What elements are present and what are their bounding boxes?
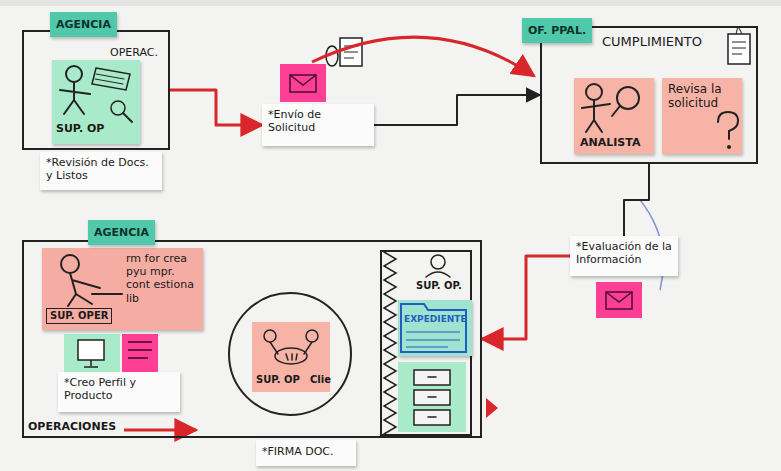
keyboard-lines (95, 74, 124, 84)
role-sticky: SUP. OP (52, 60, 140, 144)
folder-lines (406, 332, 460, 347)
envelope-flap (606, 292, 632, 302)
meeting-sticky (252, 322, 330, 392)
arrow-head (486, 398, 498, 418)
monitor-icon (78, 340, 104, 360)
lane-box: SUP. OPAGENCIAOPERAC. (22, 30, 170, 150)
figure-head (431, 255, 445, 269)
figure-arms (270, 342, 312, 360)
step-note: *Creo Perfil y Producto (58, 372, 180, 412)
folder-icon (401, 304, 466, 352)
sticky-lines (128, 342, 152, 358)
flow-arc (312, 37, 534, 76)
node-label: *Evaluación de la Información (576, 240, 672, 266)
lane-heading: AGENCIA (88, 220, 155, 245)
board-edge (0, 0, 781, 6)
node-label: SUP. OP (56, 122, 104, 135)
node-label: *Revisión de Docs. y Listos (46, 156, 156, 182)
node-label: CUMPLIMIENTO (602, 34, 702, 50)
node-label: *FIRMA DOC. (262, 445, 334, 458)
desk-line (92, 293, 122, 295)
magnifier-handle (612, 106, 620, 116)
figure-head (264, 330, 276, 342)
zigzag-line (384, 252, 396, 434)
file-sticky: EXPEDIENTE (398, 300, 472, 356)
drawer-handle (428, 416, 436, 418)
node-label: EXPEDIENTE (404, 314, 467, 325)
envelope-sticky (280, 64, 326, 102)
figure-head (306, 330, 318, 342)
envelope-icon (606, 292, 632, 309)
laptop-icon (92, 68, 130, 90)
figure-shoulders (426, 272, 450, 277)
lane-heading: OF. PPAL. (522, 18, 592, 43)
node-label: *Creo Perfil y Producto (64, 376, 174, 402)
monitor-stand (84, 360, 98, 367)
task-sticky: Revisa la solicitud (662, 78, 742, 154)
drawer-handle (428, 376, 436, 378)
step-note: *Evaluación de la Información (570, 236, 678, 276)
flow-connector (482, 256, 570, 339)
flow-connector (170, 90, 262, 125)
node-label: SUP. OP. (416, 280, 462, 292)
node-label: OPERAC. (110, 46, 158, 59)
node-label: rm for crea pyu mpr. cont estiona lib (126, 252, 198, 305)
node-label: SUP. OPER (46, 308, 112, 324)
node-label: SUP. OP (256, 374, 300, 386)
folder-art (398, 300, 470, 356)
figure-head (66, 66, 82, 82)
lane-box: ANALISTARevisa la solicitudOF. PPAL.CUMP… (540, 26, 758, 164)
step-note: *Envío de Solicitud (262, 104, 374, 146)
drawer-handle (428, 396, 436, 398)
clipboard-icon (728, 34, 750, 64)
clipboard-lines (732, 26, 746, 54)
drawer-icon (414, 390, 450, 405)
meeting-circle: SUP. OP Clie (226, 290, 354, 418)
flow-connector (374, 95, 540, 125)
drawer-icon (414, 370, 450, 385)
node-label: Revisa la solicitud (668, 82, 736, 111)
role-sticky: ANALISTA (574, 78, 654, 154)
envelope-flap (290, 75, 316, 85)
meeting-art (226, 290, 354, 418)
lane-heading: AGENCIA (50, 12, 117, 37)
question-mark (718, 112, 738, 139)
document-icon (340, 38, 362, 66)
node-label: *Envío de Solicitud (268, 108, 368, 134)
question-dot (727, 145, 731, 149)
envelope-icon (290, 75, 316, 92)
figure-head (586, 84, 602, 100)
node-label: OPERACIONES (28, 420, 116, 433)
node-label: ANALISTA (580, 136, 640, 149)
circle-outline (229, 293, 351, 415)
pink-sticky (122, 334, 158, 374)
flow-arrow (124, 429, 196, 432)
step-note: *FIRMA DOC. (256, 440, 356, 466)
flow-connector (624, 164, 649, 236)
computer-sticky (64, 334, 120, 374)
figure-body (582, 100, 610, 132)
lane-box: SUP. OPER rm for crea pyu mpr. cont estio… (22, 240, 482, 438)
archive-band: EXPEDIENTE SUP. OP. (380, 250, 472, 436)
step-note: *Revisión de Docs. y Listos (40, 152, 162, 190)
figure-body (60, 82, 90, 114)
figure-body (68, 273, 100, 306)
node-label: Clie (310, 374, 331, 386)
drawer-icon (414, 410, 450, 425)
envelope-sticky (596, 282, 642, 318)
cabinet-sticky (398, 362, 466, 432)
magnifier-handle (123, 113, 132, 122)
table-icon (275, 348, 307, 364)
figure-head (61, 255, 79, 273)
task-sticky: SUP. OPER rm for crea pyu mpr. cont estio… (42, 248, 203, 330)
